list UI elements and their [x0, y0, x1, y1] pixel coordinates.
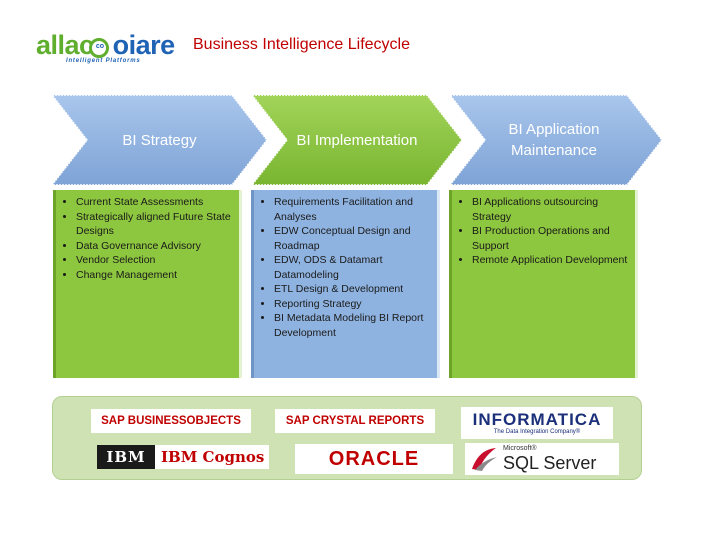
- list-item: Reporting Strategy: [274, 297, 433, 312]
- ibm-cognos-logo: IBM IBM Cognos: [97, 445, 269, 469]
- sap-crystal-reports-logo: SAP CRYSTAL REPORTS: [275, 409, 435, 433]
- list-item: Vendor Selection: [76, 253, 235, 268]
- sql-server-logo: Microsoft® SQL Server: [465, 443, 619, 475]
- list-item: Strategically aligned Future State Desig…: [76, 210, 235, 239]
- page-title: Business Intelligence Lifecycle: [193, 36, 411, 53]
- logo-ring-icon: [89, 38, 109, 58]
- stage-label-line: BI Application: [508, 121, 600, 138]
- logo-ring-text: co: [95, 43, 105, 50]
- bullet-list: Requirements Facilitation and Analyses E…: [258, 195, 433, 340]
- sql-server-icon: [472, 448, 497, 471]
- list-item: Requirements Facilitation and Analyses: [274, 195, 433, 224]
- vendor-logos-panel: SAP BUSINESSOBJECTS SAP CRYSTAL REPORTS …: [52, 396, 642, 480]
- logo-text-part3: oiare: [112, 30, 176, 60]
- ibm-mark: IBM: [97, 445, 155, 469]
- list-item: EDW, ODS & Datamart Datamodeling: [274, 253, 433, 282]
- stage-details-bi-maintenance: BI Applications outsourcing Strategy BI …: [449, 190, 638, 378]
- list-item: BI Production Operations and Support: [472, 224, 631, 253]
- bullet-list: Current State Assessments Strategically …: [60, 195, 235, 282]
- stage-label-bi-maintenance: BI Application Maintenance: [484, 95, 624, 185]
- list-item: Current State Assessments: [76, 195, 235, 210]
- list-item: Data Governance Advisory: [76, 239, 235, 254]
- stage-label-line: Maintenance: [511, 142, 597, 159]
- list-item: EDW Conceptual Design and Roadmap: [274, 224, 433, 253]
- informatica-logo: INFORMATICA The Data Integration Company…: [461, 407, 613, 439]
- vendor-name: SQL Server: [503, 453, 597, 473]
- logo-text-part1: alla: [36, 30, 80, 60]
- list-item: Remote Application Development: [472, 253, 631, 268]
- vendor-tagline: The Data Integration Company®: [493, 428, 581, 435]
- lifecycle-stages: BI Strategy BI Implementation BI Applica…: [50, 94, 672, 186]
- vendor-name: INFORMATICA: [472, 409, 602, 429]
- stage-label-bi-strategy: BI Strategy: [122, 131, 197, 149]
- oracle-logo: ORACLE: [295, 444, 453, 474]
- sap-businessobjects-logo: SAP BUSINESSOBJECTS: [91, 409, 251, 433]
- vendor-name: IBM Cognos: [161, 448, 265, 466]
- vendor-tagline: Microsoft®: [503, 445, 537, 452]
- list-item: BI Metadata Modeling BI Report Developme…: [274, 311, 433, 340]
- sql-server-text: Microsoft® SQL Server: [503, 445, 596, 473]
- chevron-arrows: [50, 94, 663, 186]
- vendor-name: ORACLE: [328, 447, 420, 470]
- stage-details-bi-strategy: Current State Assessments Strategically …: [53, 190, 242, 378]
- vendor-name: SAP CRYSTAL REPORTS: [285, 415, 425, 427]
- stage-label-bi-implementation: BI Implementation: [296, 131, 418, 149]
- logo-tagline: Intelligent Platforms: [66, 58, 141, 64]
- vendor-name: SAP BUSINESSOBJECTS: [101, 415, 241, 427]
- list-item: ETL Design & Development: [274, 282, 433, 297]
- bullet-list: BI Applications outsourcing Strategy BI …: [456, 195, 631, 268]
- stage-details-bi-implementation: Requirements Facilitation and Analyses E…: [251, 190, 440, 378]
- list-item: Change Management: [76, 268, 235, 283]
- list-item: BI Applications outsourcing Strategy: [472, 195, 631, 224]
